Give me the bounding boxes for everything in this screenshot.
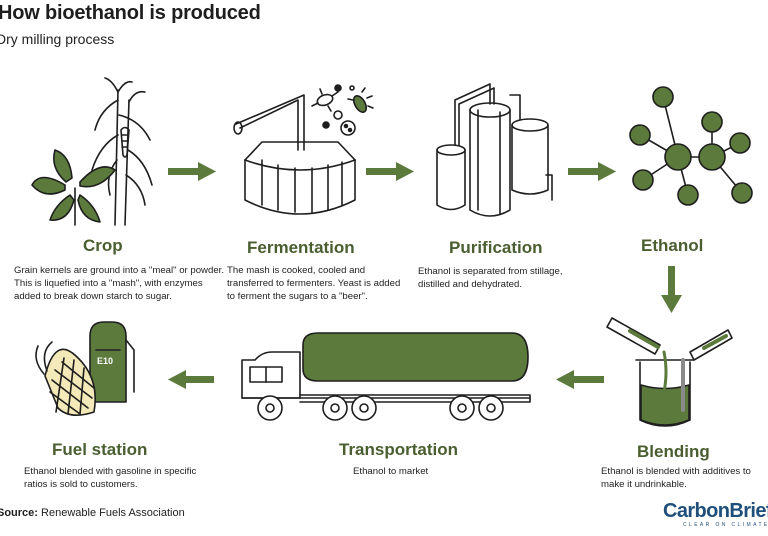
arrow-transportation-to-fuel-station [168,370,214,389]
stage-desc-purification: Ethanol is separated from stillage, dist… [418,266,563,290]
truck-icon [241,332,531,421]
crop-icon [31,77,153,226]
blending-beaker-icon [606,317,733,427]
stage-desc-blending: Ethanol is blended with additives to mak… [601,466,751,490]
stage-title-crop: Crop [83,236,123,255]
source-note: Source: Renewable Fuels Association [0,507,185,519]
stage-title-purification: Purification [449,238,543,257]
arrow-crop-to-fermentation [168,162,216,181]
stage-title-ethanol: Ethanol [641,236,704,255]
arrow-blending-to-transportation [556,370,604,389]
logo-name: CarbonBrief [663,500,768,522]
source-text: Renewable Fuels Association [41,507,185,519]
logo-tagline: CLEAR ON CLIMATE [683,522,768,528]
arrow-fermentation-to-purification [366,162,414,181]
fermenter-icon [233,84,374,215]
page-title: How bioethanol is produced [0,2,261,24]
arrow-ethanol-to-blending [661,266,682,313]
stage-desc-transportation: Ethanol to market [353,466,429,477]
page-subtitle: Dry milling process [0,31,115,47]
stage-title-transportation: Transportation [339,440,459,459]
pump-label: E10 [97,356,113,366]
stage-desc-crop: Grain kernels are ground into a "meal" o… [14,265,224,302]
stage-desc-fermentation: The mash is cooked, cooled and transferr… [227,265,401,302]
arrow-purification-to-ethanol [568,162,616,181]
stage-title-blending: Blending [637,442,710,461]
source-prefix: Source: [0,507,38,519]
ethanol-molecule-icon [629,86,753,206]
stage-title-fuel-station: Fuel station [52,440,148,459]
carbonbrief-logo: CarbonBrief CLEAR ON CLIMATE [663,500,768,536]
fuel-pump-icon [35,321,135,416]
distillation-icon [436,83,553,217]
stage-desc-fuel-station: Ethanol blended with gasoline in specifi… [24,466,197,490]
stage-title-fermentation: Fermentation [247,238,355,257]
